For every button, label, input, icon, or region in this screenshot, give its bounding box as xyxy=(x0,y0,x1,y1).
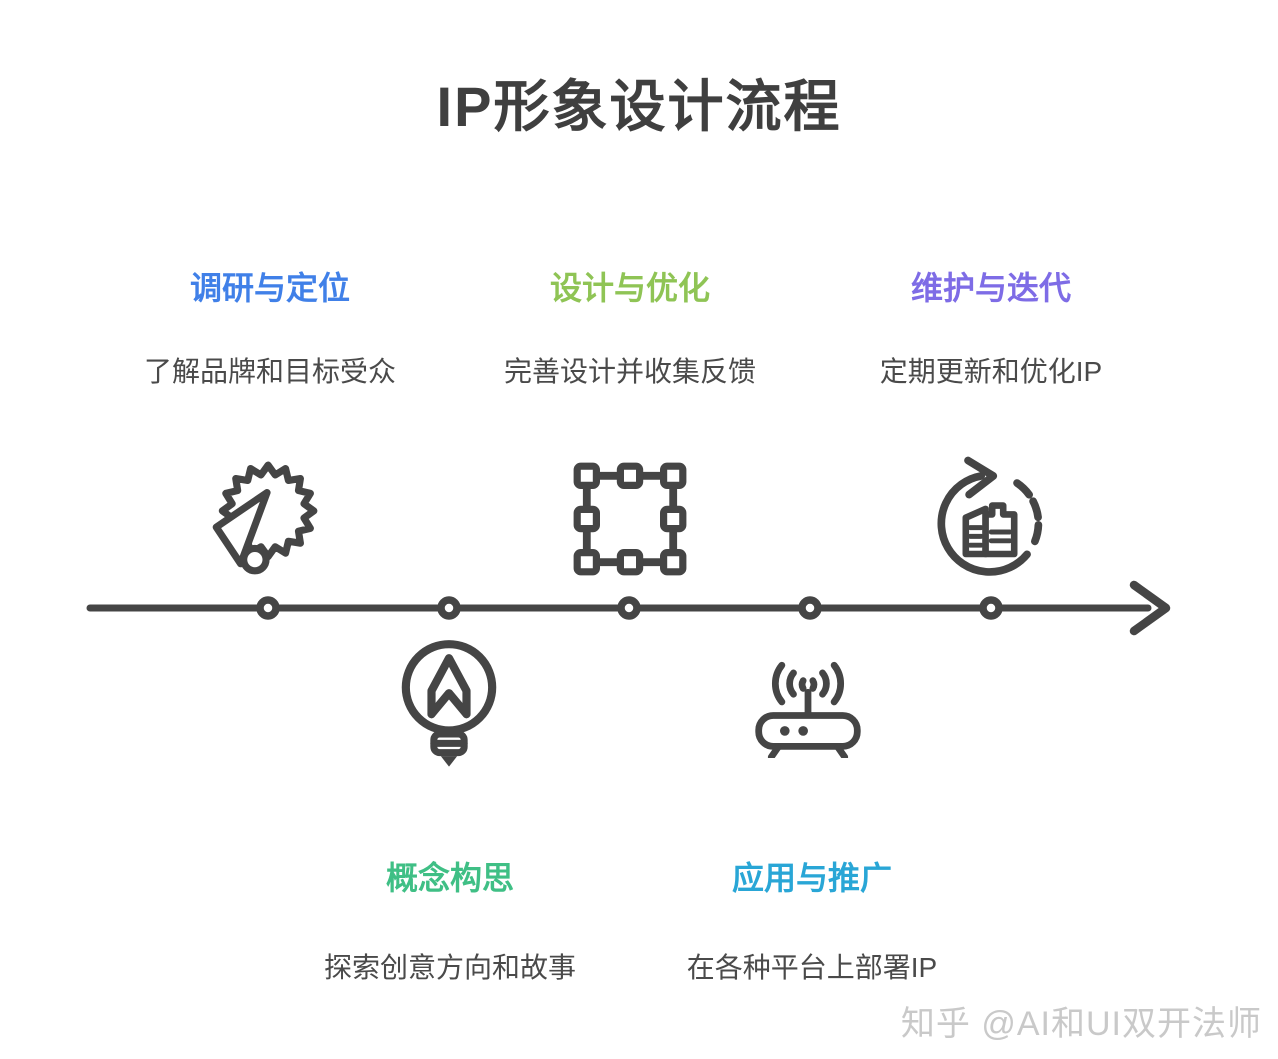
timeline-node xyxy=(798,596,822,620)
stage-concept: 概念构思 探索创意方向和故事 xyxy=(324,853,576,986)
stage-design-desc: 完善设计并收集反馈 xyxy=(503,356,757,387)
stage-research-desc: 了解品牌和目标受众 xyxy=(143,356,397,387)
lightbulb-pencil-icon xyxy=(379,629,519,769)
stage-research-label: 调研与定位 xyxy=(189,270,351,306)
timeline-node xyxy=(617,596,641,620)
stage-design: 设计与优化 完善设计并收集反馈 xyxy=(504,263,756,390)
timeline-node xyxy=(437,596,461,620)
stage-design-label: 设计与优化 xyxy=(549,270,711,306)
stage-maintain-label: 维护与迭代 xyxy=(910,270,1071,306)
watermark: 知乎 @AI和UI双开法师 xyxy=(900,1005,1262,1043)
timeline-node xyxy=(256,596,280,620)
stage-apply-desc: 在各种平台上部署IP xyxy=(686,952,938,983)
stage-apply: 应用与推广 在各种平台上部署IP xyxy=(687,853,937,986)
stage-maintain-desc: 定期更新和优化IP xyxy=(879,356,1103,387)
timeline-node xyxy=(979,596,1003,620)
stage-concept-label: 概念构思 xyxy=(385,860,515,896)
stage-apply-label: 应用与推广 xyxy=(731,860,892,896)
stage-research: 调研与定位 了解品牌和目标受众 xyxy=(144,263,396,390)
page-title: IP形象设计流程 xyxy=(436,75,842,138)
wifi-router-icon xyxy=(745,642,871,758)
stage-concept-desc: 探索创意方向和故事 xyxy=(323,952,577,983)
refresh-cycle-building-icon xyxy=(924,455,1056,587)
artboard-frame-icon xyxy=(558,447,702,591)
arrowhead-icon xyxy=(1129,580,1171,636)
stage-maintain: 维护与迭代 定期更新和优化IP xyxy=(880,263,1102,390)
megaphone-burst-icon xyxy=(202,458,324,580)
timeline-arrow xyxy=(86,580,1171,636)
